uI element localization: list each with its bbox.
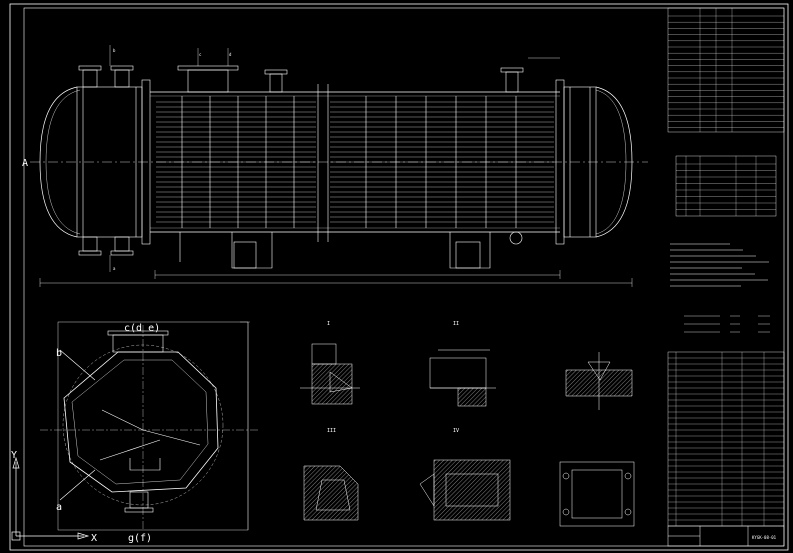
detail-III (565, 352, 633, 410)
detail-label-II: II (453, 321, 459, 327)
technical-notes (670, 243, 769, 287)
detail-II (429, 349, 496, 407)
vessel-elevation (30, 45, 648, 287)
title-block (667, 525, 785, 547)
nozzle-label-c: c (199, 52, 202, 57)
nozzle-label-d: d (229, 52, 232, 57)
vessel-plan-view (40, 321, 258, 531)
detail-label-IV: IV (453, 428, 459, 434)
plan-label-bottom: g(f) (128, 533, 152, 544)
nozzle-table (675, 155, 777, 217)
drawing-number: KYGK-08-01 (752, 535, 777, 540)
detail-label-III: III (327, 428, 336, 434)
drawing-frame (9, 3, 789, 551)
plan-label-bottom-left: a (56, 502, 62, 513)
reference-drawings-table (684, 315, 770, 333)
detail-IV-left (303, 465, 359, 521)
detail-label-I: I (327, 321, 330, 327)
detail-flange (559, 461, 635, 527)
plan-label-left: b (56, 348, 62, 359)
plan-label-top: c(d e) (124, 323, 160, 334)
detail-I (300, 343, 360, 405)
ucs-axis-icon (11, 456, 90, 541)
nozzle-label-a: a (113, 266, 116, 271)
tube-bundle (156, 101, 554, 223)
y-axis-label: Y (11, 450, 17, 461)
detail-IV (419, 459, 511, 521)
nozzle-label-b: b (113, 48, 116, 53)
design-data-table (667, 7, 785, 133)
x-axis-label: X (91, 533, 97, 544)
view-arrow-label: A (22, 158, 28, 169)
